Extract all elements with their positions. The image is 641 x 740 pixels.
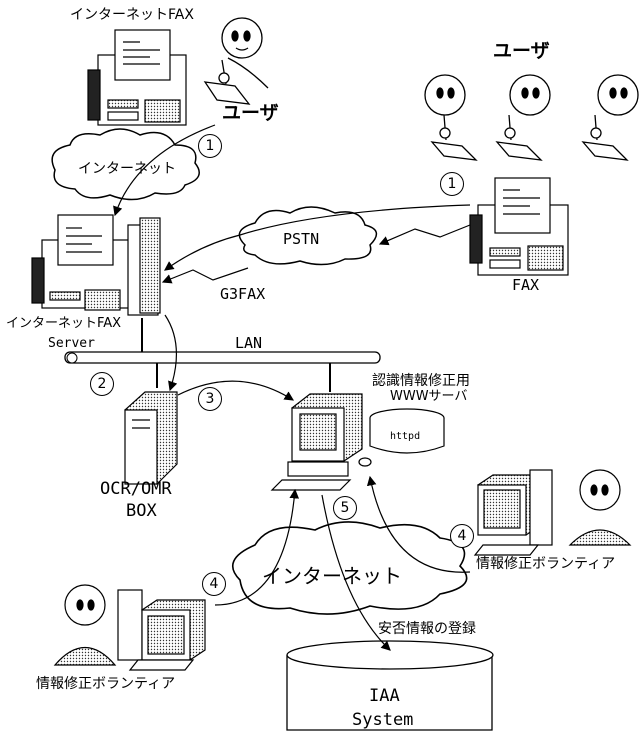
step-3: 3: [198, 387, 222, 411]
internet-cloud-bottom: [231, 521, 468, 615]
user-top-label: ユーザ: [222, 102, 279, 124]
internet-fax-server-label: インターネットFAX: [6, 316, 122, 331]
volunteer-left-label: 情報修正ボランティア: [36, 676, 176, 692]
internet-top-label: インターネット: [78, 161, 176, 177]
internet-fax-server-icon: [31, 214, 161, 316]
www-server-icon: [270, 393, 445, 491]
fax-machine-icon: [469, 177, 569, 276]
iaa-label-1: IAA: [369, 686, 400, 706]
www-server-label-2: WWWサーバ: [390, 389, 468, 404]
iaa-label-2: System: [352, 710, 414, 730]
www-server-label-1: 認識情報修正用: [372, 373, 470, 389]
ocr-label-1: OCR/OMR: [100, 479, 172, 499]
anpi-registration-label: 安否情報の登録: [378, 621, 476, 637]
user-icon-top: [203, 17, 269, 105]
volunteer-left-icon: [53, 584, 206, 671]
user-right-label: ユーザ: [493, 40, 550, 62]
internet-fax-top-label: インターネットFAX: [70, 7, 194, 23]
internet-cloud-top: [51, 128, 200, 201]
fax-label: FAX: [512, 276, 540, 294]
lan-label: LAN: [235, 334, 263, 352]
internet-bottom-label: インターネット: [262, 564, 402, 588]
lan-bus: [64, 351, 381, 364]
iaa-database-icon: [286, 640, 494, 731]
ocr-label-2: BOX: [126, 501, 157, 521]
step-4-left: 4: [202, 572, 226, 596]
pstn-cloud: [238, 206, 378, 266]
step-5: 5: [333, 496, 357, 520]
pstn-label: PSTN: [283, 230, 320, 248]
flow-arrows: [113, 124, 471, 651]
g3fax-label: G3FAX: [220, 285, 266, 303]
volunteer-right-icon: [473, 469, 632, 556]
httpd-label: httpd: [390, 431, 421, 442]
volunteer-right-label: 情報修正ボランティア: [476, 556, 616, 572]
step-1-right: 1: [440, 172, 464, 196]
ocr-omr-box-icon: [124, 391, 178, 486]
step-1-top: 1: [198, 134, 222, 158]
step-2: 2: [90, 372, 114, 396]
step-4-right: 4: [450, 524, 474, 548]
user-group-icon: [424, 74, 639, 161]
internet-fax-machine-icon: [87, 29, 187, 126]
server-label: Server: [48, 336, 95, 351]
